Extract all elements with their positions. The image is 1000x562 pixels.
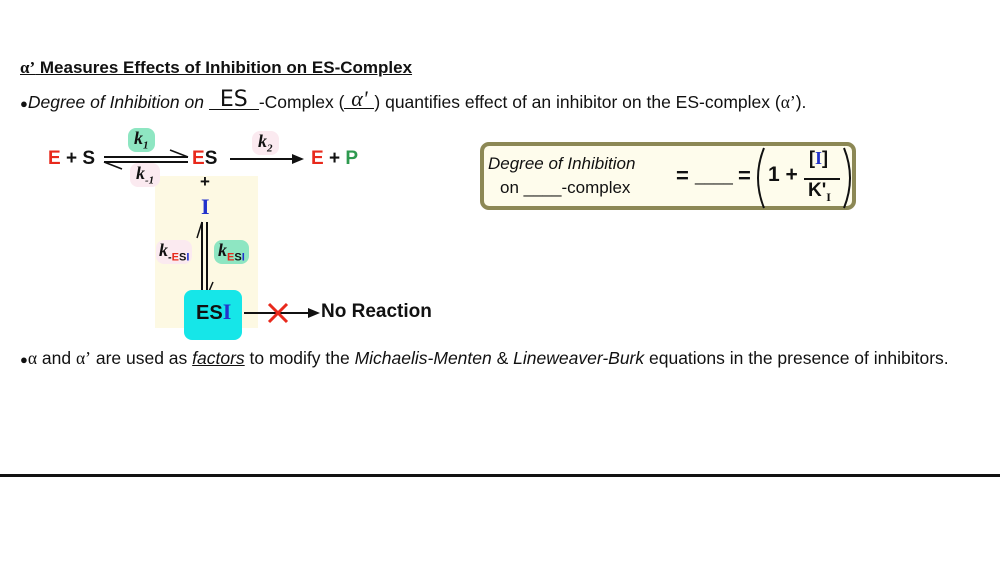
section-title: α’ Measures Effects of Inhibition on ES-… — [20, 58, 413, 77]
rate-constant-k-esi: kESI — [214, 240, 249, 264]
one-plus: 1 + — [768, 163, 804, 186]
handwritten-alpha-prime-blank: α' — [344, 88, 375, 110]
rate-constant-k2: k2 — [252, 131, 279, 155]
equals-sign-1: = — [676, 163, 689, 188]
fraction-denominator: K'I — [808, 180, 831, 204]
big-parentheses-icon — [757, 147, 851, 209]
bullet-alpha-factors: ●α and α’ are used as factors to modify … — [20, 348, 949, 368]
no-reaction-label: No Reaction — [321, 301, 432, 322]
rate-constant-k-minus-1: k-1 — [130, 163, 161, 187]
products-e-plus-p: E + P — [311, 148, 359, 169]
reactants-e-plus-s: E + S — [48, 148, 96, 169]
esi-complex: ESI — [196, 299, 232, 324]
plus-sign: + — [200, 172, 210, 191]
es-complex: ES — [192, 148, 218, 169]
equals-sign-2: = — [738, 163, 751, 188]
bullet-icon: ● — [20, 352, 28, 367]
vertical-equilibrium-arrow-icon — [196, 221, 214, 297]
rate-constant-k1: k1 — [128, 128, 155, 152]
alpha-prime-symbol: α’ — [20, 58, 36, 77]
rate-constant-k-minus-esi: k-ESI — [156, 240, 193, 264]
esi-complex-highlight — [184, 290, 242, 340]
answer-blank: ____ — [695, 166, 733, 185]
horizontal-divider — [0, 474, 1000, 477]
eq-label-line2: on ____-complex — [500, 178, 631, 197]
handwritten-es-blank: ES — [208, 89, 259, 111]
fraction-numerator: [I] — [809, 148, 829, 168]
bullet-degree-of-inhibition: ●Degree of Inhibition on ES-Complex (α')… — [20, 86, 807, 113]
eq-label-line1: Degree of Inhibition — [488, 154, 636, 173]
degree-of-inhibition-equation-box — [480, 142, 856, 210]
forward-arrow-icon — [230, 154, 304, 164]
inhibitor-i: I — [201, 194, 210, 219]
bullet-icon: ● — [20, 96, 28, 111]
equilibrium-arrow-icon — [103, 149, 189, 170]
blocked-arrow-icon — [244, 302, 320, 324]
